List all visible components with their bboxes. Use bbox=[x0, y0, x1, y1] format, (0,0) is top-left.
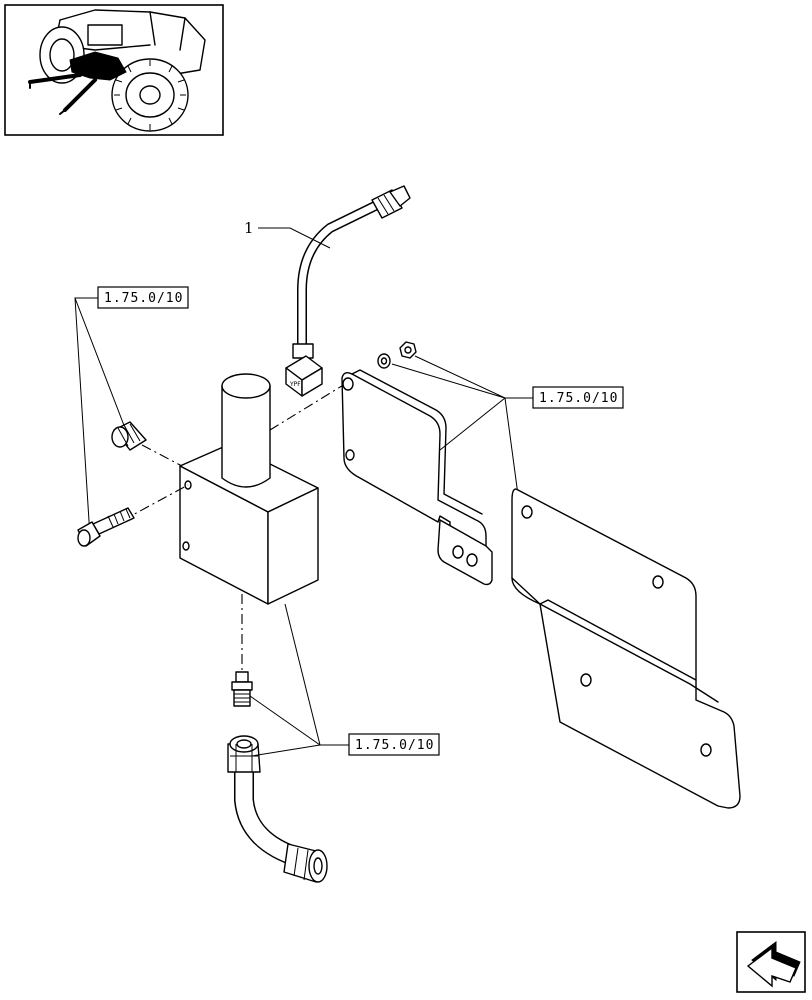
reference-box-right[interactable]: 1.75.0/10 bbox=[532, 386, 624, 409]
nut[interactable] bbox=[399, 341, 417, 359]
reference-box-bottom[interactable]: 1.75.0/10 bbox=[348, 733, 440, 756]
callout-number-1: 1 bbox=[244, 219, 254, 237]
valve-block[interactable] bbox=[179, 373, 319, 605]
reference-label-bottom: 1.75.0/10 bbox=[355, 738, 434, 753]
sensor-cable[interactable]: YPF bbox=[285, 185, 411, 397]
tractor-location-icon[interactable] bbox=[4, 4, 224, 136]
reference-label-right: 1.75.0/10 bbox=[539, 391, 618, 406]
plug-marking: YPF bbox=[289, 381, 301, 388]
fitting-lower[interactable] bbox=[231, 671, 253, 707]
centerline-upper bbox=[269, 383, 346, 431]
leader-lines-bottom bbox=[249, 603, 349, 757]
leader-lines-left bbox=[74, 297, 126, 538]
leader-lines-right bbox=[391, 355, 533, 496]
reference-label-left: 1.75.0/10 bbox=[104, 291, 183, 306]
mounting-bracket[interactable] bbox=[341, 369, 493, 586]
support-plate[interactable] bbox=[511, 488, 741, 809]
centerline-fitting bbox=[141, 444, 183, 467]
bolt[interactable] bbox=[77, 507, 135, 547]
fitting-upper[interactable] bbox=[111, 421, 147, 451]
washer[interactable] bbox=[377, 353, 391, 369]
hydraulic-hose[interactable] bbox=[227, 735, 328, 883]
next-page-arrow-icon[interactable] bbox=[736, 931, 806, 993]
reference-box-left[interactable]: 1.75.0/10 bbox=[97, 286, 189, 309]
leader-line-item-1 bbox=[258, 227, 331, 249]
